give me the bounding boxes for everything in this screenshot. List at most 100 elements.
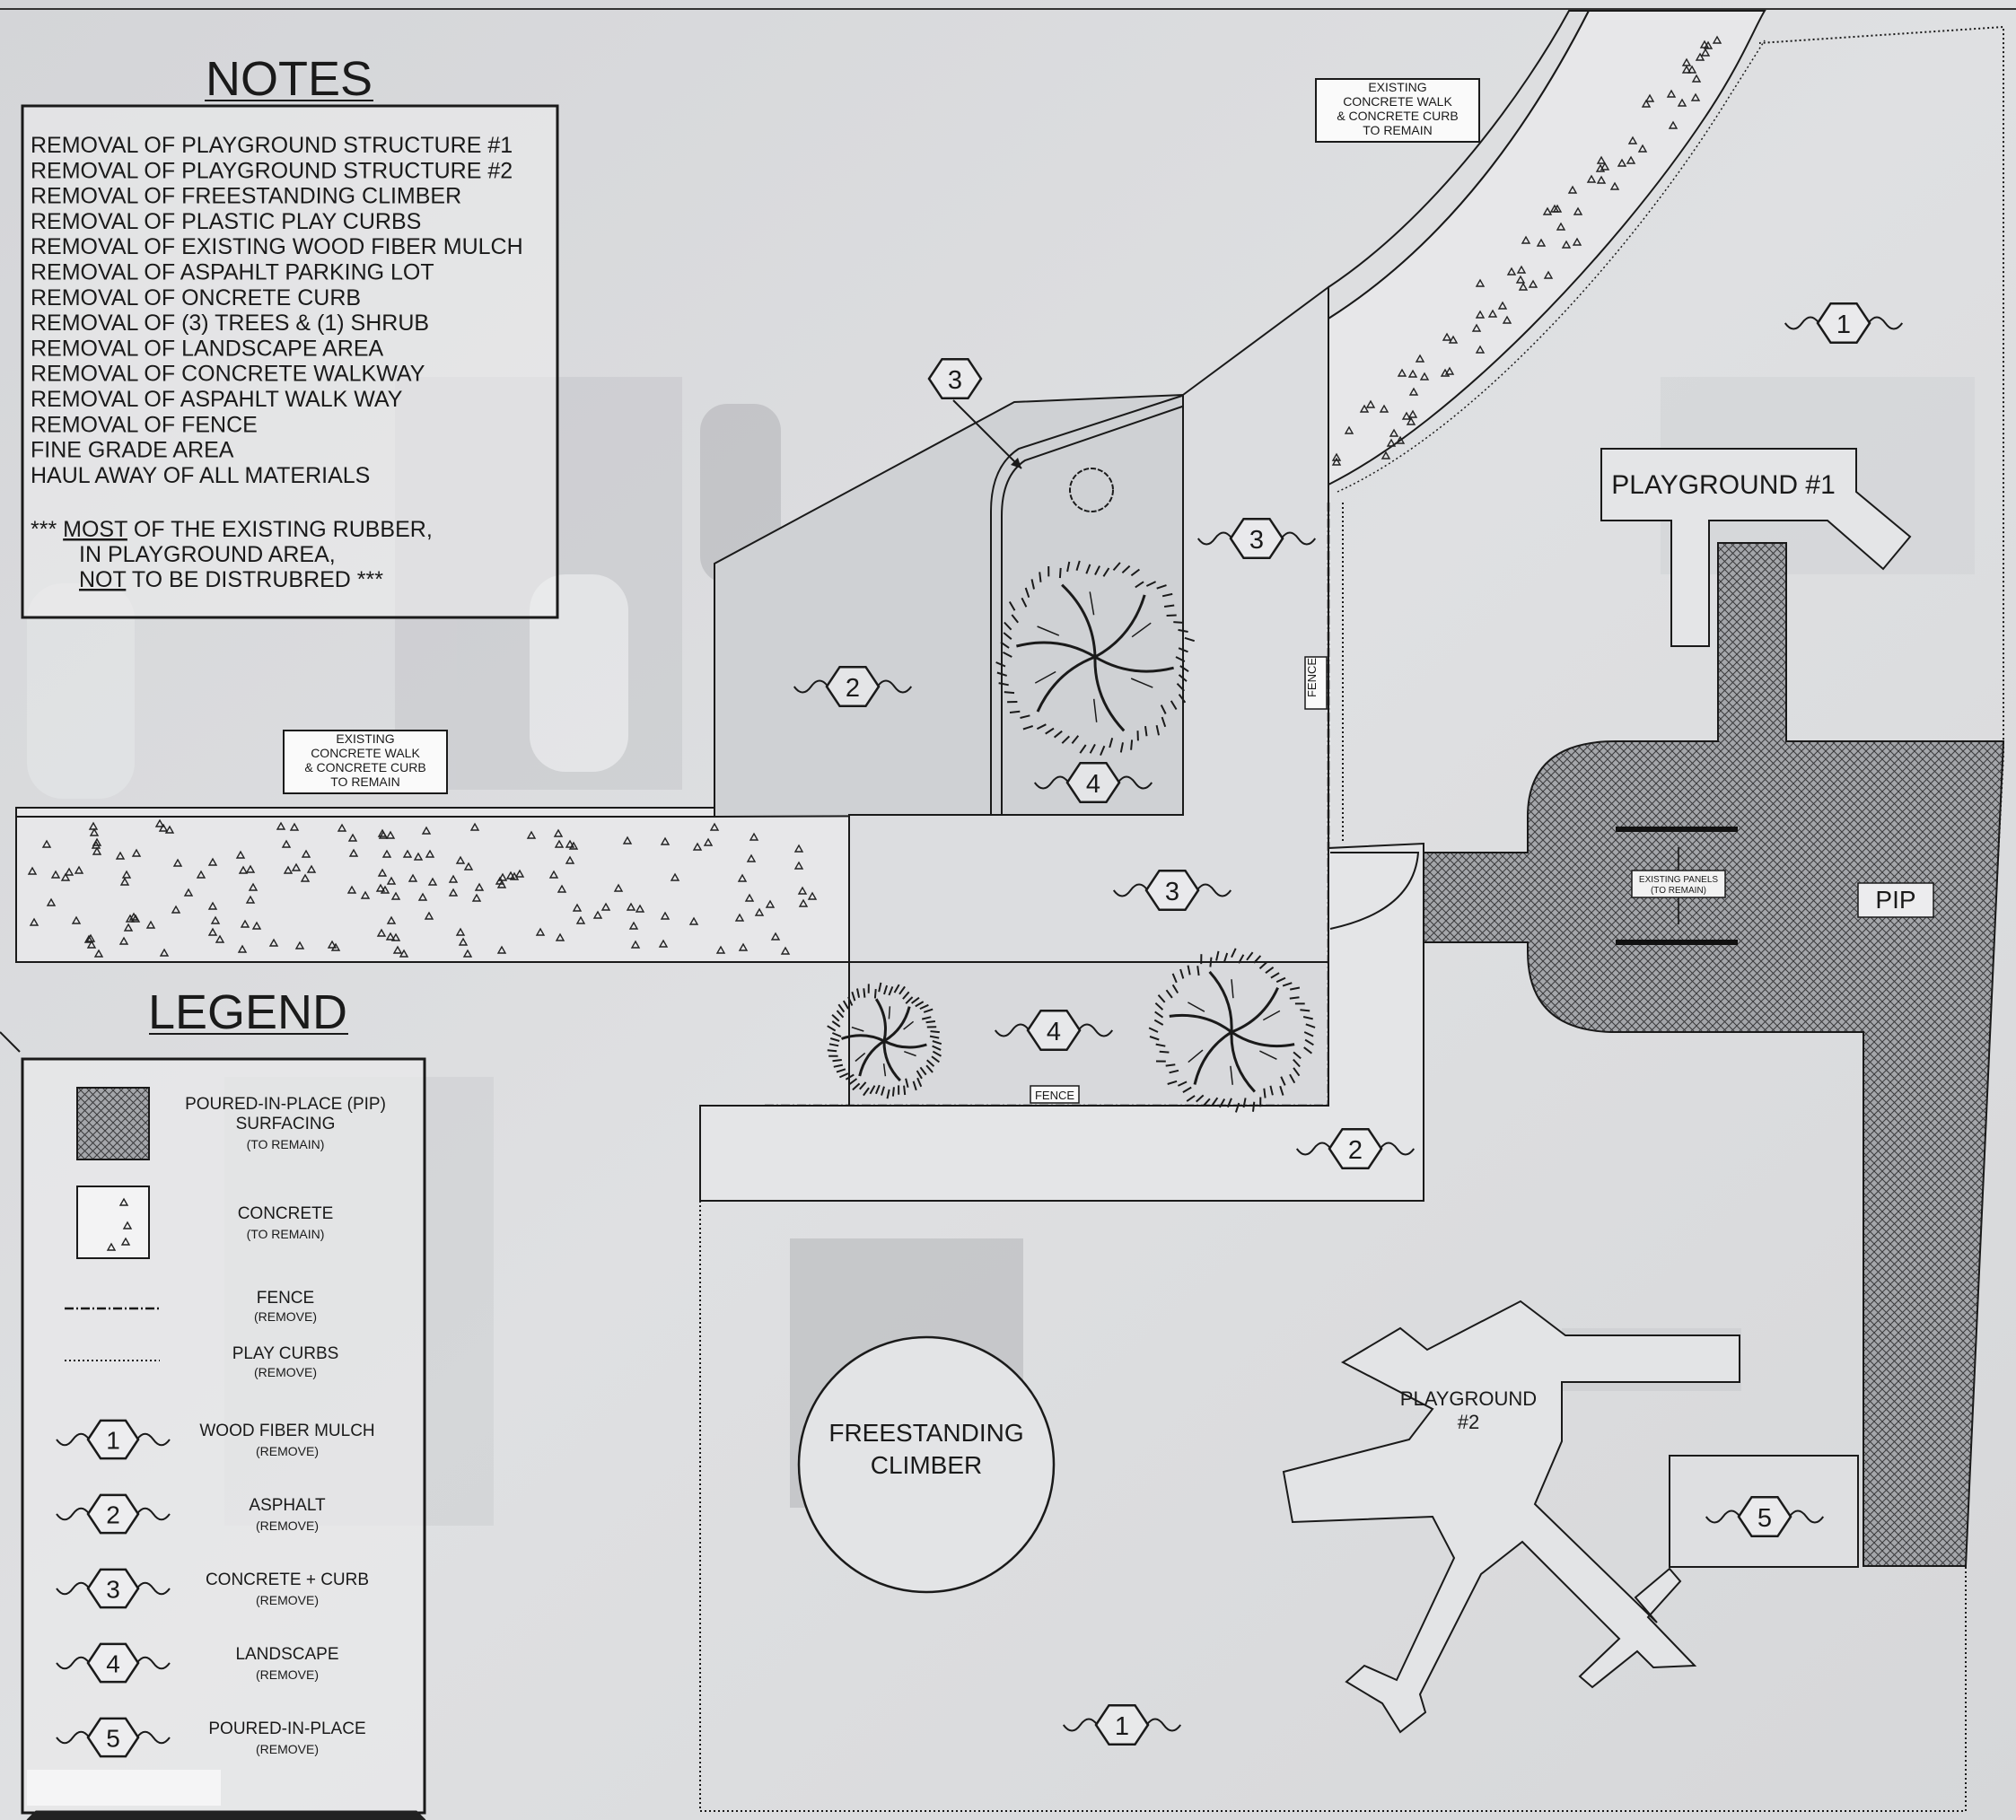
legend-hex-label: CONCRETE + CURB — [206, 1571, 369, 1589]
existing-panels-label-box — [1631, 870, 1726, 898]
svg-text:EXISTING: EXISTING — [336, 731, 394, 746]
fence-tag-vertical — [1304, 656, 1328, 710]
note-item: REMOVAL OF (3) TREES & (1) SHRUB — [31, 311, 429, 336]
pip-surfacing — [1423, 542, 2005, 1567]
notes-list: REMOVAL OF PLAYGROUND STRUCTURE #1REMOVA… — [31, 133, 523, 488]
svg-text:3: 3 — [1165, 878, 1179, 906]
svg-text:4: 4 — [1086, 770, 1100, 799]
hex-4-island: 4 — [1033, 761, 1153, 804]
climber-label-2: CLIMBER — [871, 1451, 982, 1479]
tree — [827, 982, 942, 1099]
playground-1-structure — [1600, 448, 1912, 647]
svg-text:SURFACING: SURFACING — [236, 1115, 336, 1133]
legend-hex-4: 4 — [56, 1642, 171, 1684]
legend-hex-items: 1 WOOD FIBER MULCH (REMOVE) 2 ASPHALT (REMOVE… — [56, 1419, 375, 1758]
svg-text:CONCRETE WALK: CONCRETE WALK — [311, 746, 420, 760]
legend-pip-swatch — [76, 1087, 150, 1160]
notes-title: NOTES — [206, 52, 373, 106]
notes-remark-3: NOT TO BE DISTRUBRED *** — [79, 567, 383, 592]
svg-text:3: 3 — [948, 366, 962, 395]
playground-2-label-1: PLAYGROUND — [1400, 1387, 1537, 1410]
svg-text:EXISTING: EXISTING — [1368, 80, 1426, 94]
svg-text:CONCRETE: CONCRETE — [238, 1204, 334, 1223]
svg-text:3: 3 — [106, 1576, 120, 1604]
hex-5: 5 — [1705, 1495, 1825, 1538]
svg-text:5: 5 — [106, 1725, 120, 1753]
svg-text:4: 4 — [1047, 1018, 1061, 1046]
svg-text:2: 2 — [1348, 1136, 1363, 1165]
playground-2-label-2: #2 — [1458, 1411, 1479, 1433]
note-item: REMOVAL OF PLAYGROUND STRUCTURE #2 — [31, 158, 513, 183]
note-item: REMOVAL OF PLAYGROUND STRUCTURE #1 — [31, 133, 513, 158]
note-item: REMOVAL OF ONCRETE CURB — [31, 285, 361, 311]
climber-label-1: FREESTANDING — [828, 1419, 1023, 1447]
tree — [995, 560, 1196, 756]
note-item: REMOVAL OF FENCE — [31, 412, 258, 437]
svg-text:TO REMAIN: TO REMAIN — [330, 774, 400, 789]
legend-hex-label: WOOD FIBER MULCH — [199, 1422, 374, 1440]
pip-label: PIP — [1875, 886, 1915, 914]
hex-3-right: 3 — [1196, 517, 1317, 560]
hex-3-arrow: 3 — [927, 357, 983, 400]
svg-text:5: 5 — [1757, 1504, 1772, 1533]
legend-hex-sublabel: (REMOVE) — [256, 1518, 319, 1533]
svg-text:4: 4 — [106, 1650, 120, 1678]
legend-hex-2: 2 — [56, 1493, 171, 1535]
tree — [1148, 948, 1316, 1113]
note-item: REMOVAL OF LANDSCAPE AREA — [31, 336, 383, 361]
svg-text:(REMOVE): (REMOVE) — [254, 1309, 317, 1324]
legend-hex-sublabel: (REMOVE) — [256, 1667, 319, 1682]
svg-text:PLAY CURBS: PLAY CURBS — [232, 1344, 339, 1363]
svg-text:(REMOVE): (REMOVE) — [254, 1365, 317, 1379]
note-item: REMOVAL OF ASPAHLT PARKING LOT — [31, 260, 434, 285]
svg-text:1: 1 — [1836, 311, 1851, 339]
legend-hex-label: LANDSCAPE — [235, 1645, 338, 1664]
callout-walk-left — [283, 730, 448, 794]
notes-remark-1: *** MOST OF THE EXISTING RUBBER, — [31, 517, 433, 542]
svg-text:1: 1 — [106, 1427, 120, 1455]
svg-text:TO REMAIN: TO REMAIN — [1363, 123, 1433, 137]
note-item: REMOVAL OF PLASTIC PLAY CURBS — [31, 209, 421, 234]
existing-panels-sublabel: (TO REMAIN) — [1651, 886, 1706, 896]
note-item: FINE GRADE AREA — [31, 438, 234, 463]
legend-hex-label: POURED-IN-PLACE — [208, 1719, 365, 1738]
note-item: REMOVAL OF ASPAHLT WALK WAY — [31, 387, 403, 412]
svg-text:(TO REMAIN): (TO REMAIN) — [247, 1227, 325, 1241]
legend-hex-sublabel: (REMOVE) — [256, 1742, 319, 1756]
notes-remark-2: IN PLAYGROUND AREA, — [79, 542, 336, 567]
svg-text:3: 3 — [1249, 526, 1264, 555]
note-item: REMOVAL OF CONCRETE WALKWAY — [31, 362, 425, 387]
legend-hex-label: ASPHALT — [249, 1496, 326, 1515]
svg-text:(TO REMAIN): (TO REMAIN) — [247, 1137, 325, 1151]
svg-text:CONCRETE WALK: CONCRETE WALK — [1343, 94, 1452, 109]
freestanding-climber — [797, 1335, 1056, 1594]
note-item: HAUL AWAY OF ALL MATERIALS — [31, 463, 370, 488]
hex-4-strip: 4 — [994, 1009, 1114, 1052]
svg-text:& CONCRETE CURB: & CONCRETE CURB — [304, 760, 425, 774]
leader-arrow — [952, 399, 1022, 469]
legend-hex-3: 3 — [56, 1568, 171, 1609]
svg-text:FENCE: FENCE — [1305, 658, 1319, 697]
legend-hex-sublabel: (REMOVE) — [256, 1444, 319, 1458]
hex-1-top: 1 — [1784, 302, 1904, 345]
notes-panel — [21, 104, 559, 619]
svg-text:2: 2 — [846, 674, 860, 703]
hex-2-strip: 2 — [1295, 1127, 1416, 1170]
playground-1-label: PLAYGROUND #1 — [1611, 470, 1836, 500]
svg-text:FENCE: FENCE — [257, 1289, 314, 1308]
landscape-strip — [848, 961, 1329, 1107]
note-item: REMOVAL OF EXISTING WOOD FIBER MULCH — [31, 234, 523, 259]
svg-text:FENCE: FENCE — [1035, 1089, 1074, 1102]
svg-text:1: 1 — [1115, 1712, 1129, 1741]
svg-text:POURED-IN-PLACE (PIP): POURED-IN-PLACE (PIP) — [185, 1095, 386, 1114]
shrub — [1069, 468, 1114, 512]
hex-1-bottom: 1 — [1062, 1703, 1182, 1746]
trees — [827, 560, 1316, 1113]
legend-hex-5: 5 — [56, 1717, 171, 1758]
existing-concrete-walk-curved — [1328, 10, 1766, 486]
playground-2-structure — [1282, 1299, 1740, 1734]
svg-text:& CONCRETE CURB: & CONCRETE CURB — [1337, 109, 1458, 123]
existing-panels-label: EXISTING PANELS — [1639, 875, 1719, 885]
callout-walk-top — [1315, 78, 1480, 143]
